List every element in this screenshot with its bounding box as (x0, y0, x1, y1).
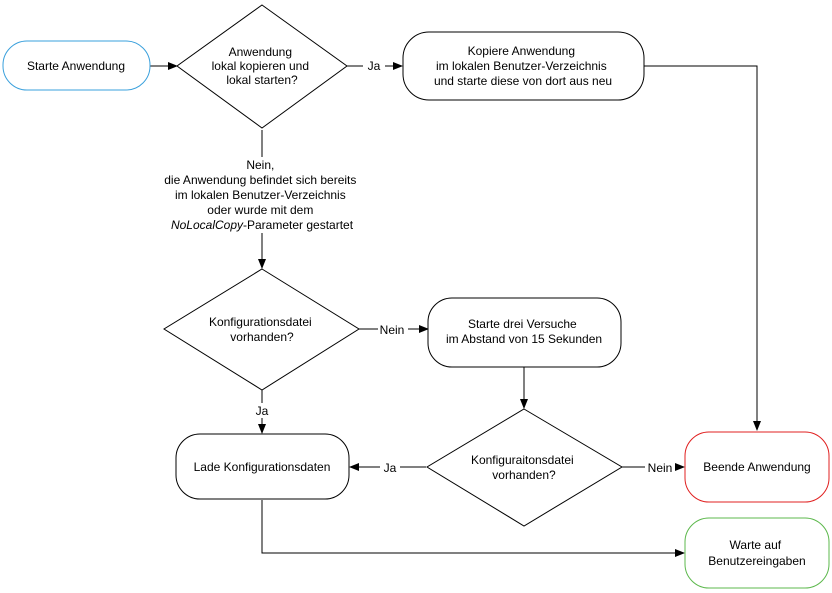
edge-label-local-copy-no: Nein, die Anwendung befindet sich bereit… (164, 158, 359, 232)
edge-label-local-copy-yes: Ja (368, 59, 381, 73)
node-wait-label: Warte auf Benutzereingaben (708, 538, 805, 568)
edge-label-config1-no: Nein (380, 323, 405, 337)
node-start-label: Starte Anwendung (27, 59, 125, 73)
edge-label-config1-yes: Ja (256, 404, 269, 418)
node-end-label: Beende Anwendung (703, 460, 810, 474)
node-retry-label: Starte drei Versuche im Abstand von 15 S… (446, 317, 602, 346)
node-load-config-label: Lade Konfigurationsdaten (194, 460, 331, 474)
node-load-config: Lade Konfigurationsdaten (175, 433, 350, 500)
decision-config-2: Konfiguraitonsdatei vorhanden? (426, 408, 623, 527)
node-copy-app: Kopiere Anwendung im lokalen Benutzer-Ve… (402, 31, 645, 101)
decision-local-copy-label: Anwendung lokal kopieren und lokal start… (212, 45, 313, 87)
decision-config-1: Konfigurationsdatei vorhanden? (163, 268, 360, 391)
decision-config-1-label: Konfigurationsdatei vorhanden? (209, 315, 315, 344)
node-copy-app-label: Kopiere Anwendung im lokalen Benutzer-Ve… (434, 44, 612, 88)
edge-load-to-wait (261, 500, 685, 557)
node-start: Starte Anwendung (2, 40, 151, 91)
edge-label-config2-no: Nein (648, 461, 673, 475)
node-wait: Warte auf Benutzereingaben (684, 517, 830, 589)
node-end: Beende Anwendung (684, 431, 830, 503)
edge-copy-to-end (644, 65, 761, 431)
decision-local-copy: Anwendung lokal kopieren und lokal start… (176, 4, 348, 129)
edge-labels: Ja Nein, die Anwendung befindet sich ber… (157, 58, 675, 475)
decision-config-2-label: Konfiguraitonsdatei vorhanden? (471, 453, 577, 482)
edge-label-config2-yes: Ja (384, 461, 397, 475)
node-retry: Starte drei Versuche im Abstand von 15 S… (427, 297, 622, 368)
